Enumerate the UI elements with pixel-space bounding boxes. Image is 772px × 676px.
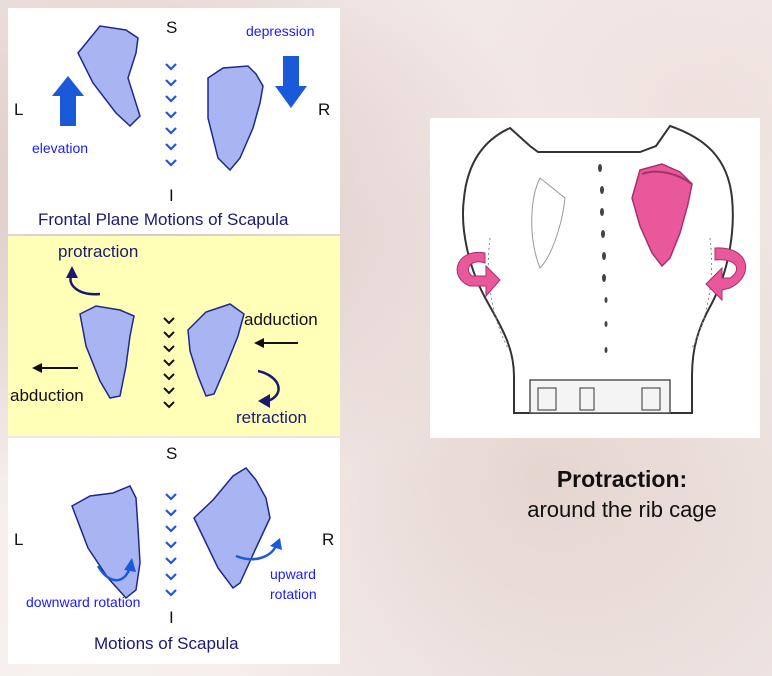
frontal-plane-drawing	[8, 8, 340, 234]
waistband	[530, 380, 670, 413]
abduction-label: abduction	[10, 386, 84, 406]
downward-rotation-label: downward rotation	[26, 594, 140, 610]
elevation-label: elevation	[32, 140, 88, 156]
protraction-subtitle: around the rib cage	[472, 497, 772, 523]
transverse-plane-panel: protraction adduction abduction retracti…	[8, 236, 340, 436]
scapula-right	[188, 304, 244, 396]
transverse-plane-drawing	[8, 236, 340, 436]
scapula-left	[78, 26, 140, 126]
upward-rotation-label-line1: upward	[270, 566, 316, 582]
spine-chevrons	[164, 318, 174, 407]
superior-label: S	[166, 18, 177, 38]
spine-chevrons	[166, 494, 176, 595]
depression-arrow	[275, 56, 307, 108]
protraction-caption: Protraction: around the rib cage	[472, 466, 772, 523]
inferior-label: I	[169, 608, 174, 628]
superior-label: S	[166, 444, 177, 464]
upward-rotation-label-line2: rotation	[270, 586, 317, 602]
rotation-caption: Motions of Scapula	[94, 634, 239, 654]
protraction-label: protraction	[58, 242, 138, 262]
scapula-right	[194, 468, 270, 588]
right-label: R	[322, 530, 334, 550]
frontal-caption: Frontal Plane Motions of Scapula	[38, 210, 288, 230]
retraction-label: retraction	[236, 408, 307, 428]
scapula-left	[72, 486, 140, 598]
frontal-plane-panel: S I L R elevation depression Frontal Pla…	[8, 8, 340, 234]
right-label: R	[318, 100, 330, 120]
back-illustration-panel	[430, 118, 760, 438]
left-label: L	[14, 100, 23, 120]
torso-outline	[463, 126, 733, 413]
left-label: L	[14, 530, 23, 550]
back-illustration	[430, 118, 760, 438]
depression-label: depression	[246, 23, 315, 39]
rotation-drawing	[8, 438, 340, 664]
elevation-arrow	[52, 76, 84, 126]
spine-chevrons	[166, 64, 176, 165]
adduction-label: adduction	[244, 310, 318, 330]
scapula-left	[80, 306, 134, 398]
inferior-label: I	[169, 186, 174, 206]
protraction-title: Protraction:	[472, 466, 772, 493]
rotation-panel: S I L R downward rotation upward rotatio…	[8, 438, 340, 664]
scapula-right	[208, 66, 263, 170]
